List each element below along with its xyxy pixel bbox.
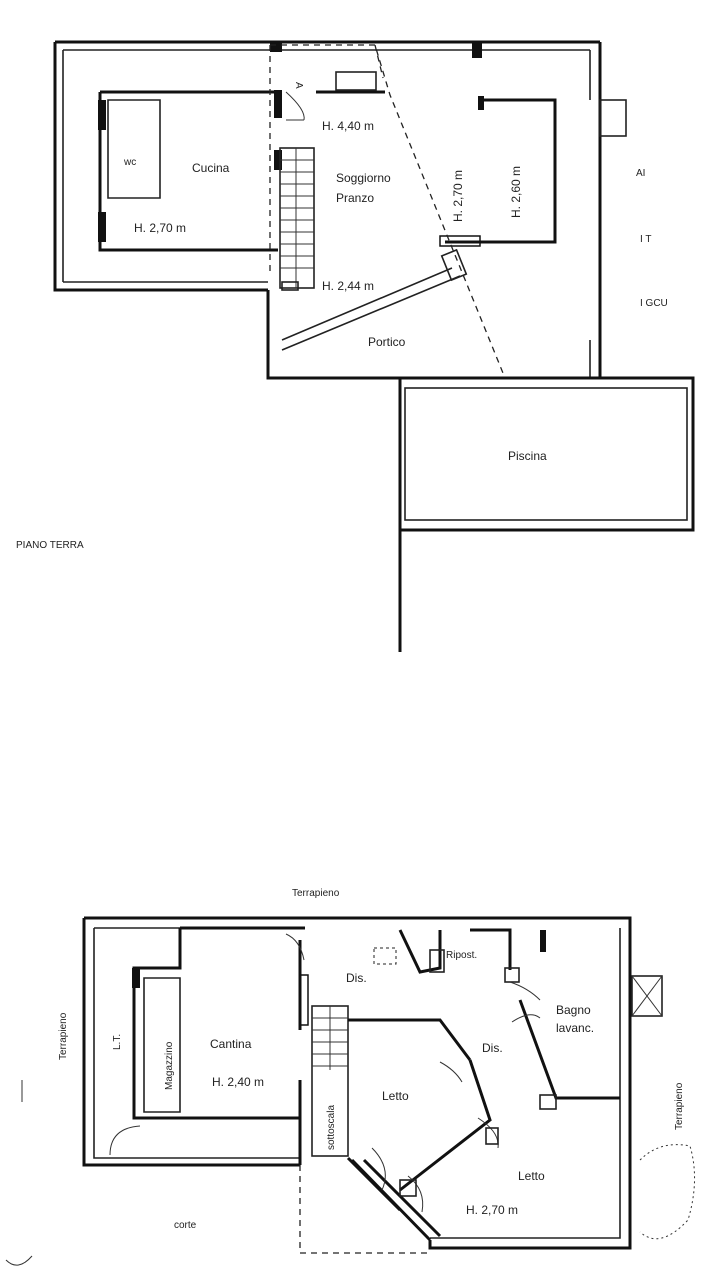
door-swing xyxy=(509,981,541,1001)
letto-wall xyxy=(346,1059,492,1212)
ground-floor-plan: AI I T I GCU wc Cucina Soggiorno Pranzo … xyxy=(16,40,695,652)
dashed-overhang-line xyxy=(270,44,506,379)
door-jamb xyxy=(274,150,282,170)
window-mark xyxy=(98,212,106,242)
room-label-pranzo: Pranzo xyxy=(336,191,374,205)
door-swing xyxy=(109,1125,141,1156)
height-label-cucina: H. 2,70 m xyxy=(134,221,186,235)
dashed-overhang-line xyxy=(374,44,384,79)
stair-arrow-label: A xyxy=(293,82,304,89)
room-label-lavanc: lavanc. xyxy=(556,1021,594,1035)
wall-stub xyxy=(540,930,546,952)
wall-stub xyxy=(399,1179,417,1197)
basement-inner-wall xyxy=(93,927,621,1239)
door-swing xyxy=(511,1014,541,1023)
wall-stub xyxy=(439,235,481,247)
wall-stub xyxy=(478,96,484,110)
vegetation-sketch xyxy=(639,1144,696,1240)
room-label-portico: Portico xyxy=(368,335,406,349)
bagno-door-jamb xyxy=(539,1094,557,1110)
basement-plan: Terrapieno Terrapieno Terrapieno L.T. Ma… xyxy=(5,888,696,1266)
room-label-ripost: Ripost. xyxy=(446,950,477,961)
door-swing xyxy=(371,1147,386,1191)
door-swing xyxy=(477,1117,499,1149)
room-label-letto-right: Letto xyxy=(518,1169,545,1183)
room-label-cucina: Cucina xyxy=(192,161,230,175)
ripost-door-jamb xyxy=(504,967,520,983)
dashed-boundary-line xyxy=(299,1165,430,1254)
terrapieno-right-label: Terrapieno xyxy=(674,1082,685,1130)
soggiorno-wall xyxy=(316,90,557,244)
room-label-dis-center: Dis. xyxy=(482,1041,503,1055)
ground-outer-wall xyxy=(53,40,602,652)
margin-mark: I T xyxy=(640,234,651,245)
door-swing xyxy=(285,91,305,121)
fireplace xyxy=(335,71,377,91)
chimney-block xyxy=(599,99,627,137)
height-label-vertical-1: H. 2,70 m xyxy=(451,170,465,222)
margin-mark: AI xyxy=(636,168,645,179)
window-mark xyxy=(98,100,106,130)
room-label-magazzino: Magazzino xyxy=(164,1041,175,1090)
room-label-cantina: Cantina xyxy=(210,1037,252,1051)
room-label-dis-top: Dis. xyxy=(346,971,367,985)
entry-wall xyxy=(350,1158,442,1242)
room-label-soggiorno: Soggiorno xyxy=(336,171,391,185)
room-label-letto-left: Letto xyxy=(382,1089,409,1103)
piscina-wall xyxy=(400,376,695,532)
room-label-lt: L.T. xyxy=(112,1034,123,1050)
piscina-basin xyxy=(404,387,688,521)
bottom-mark: corte xyxy=(174,1220,197,1231)
wall-stub xyxy=(472,42,482,58)
height-label-stair: H. 2,44 m xyxy=(322,279,374,293)
height-label-vertical-2: H. 2,60 m xyxy=(509,166,523,218)
stair-ground xyxy=(279,147,315,289)
portico-beam xyxy=(281,267,461,351)
margin-scribble xyxy=(5,1255,33,1266)
wall-stub xyxy=(485,1127,499,1145)
wall-stub xyxy=(299,974,309,1026)
margin-mark: I GCU xyxy=(640,298,668,309)
floor-title-piano-terra: PIANO TERRA xyxy=(16,540,84,551)
room-label-bagno: Bagno xyxy=(556,1003,591,1017)
door-swing xyxy=(285,933,305,961)
portico-pillar xyxy=(440,248,468,282)
height-label-soggiorno: H. 4,40 m xyxy=(322,119,374,133)
cucina-wall xyxy=(98,90,278,252)
dashed-fixture xyxy=(373,947,397,965)
door-swing xyxy=(439,1061,463,1083)
basement-outer-wall xyxy=(82,916,632,1250)
ripost-door-jamb xyxy=(429,949,445,973)
stair-basement xyxy=(311,1005,349,1157)
magazzino-wall xyxy=(143,977,181,1113)
wall-stub xyxy=(132,968,140,988)
wall-stub xyxy=(270,42,282,52)
door-swing xyxy=(407,1175,424,1213)
wc-wall xyxy=(107,99,161,199)
room-label-wc: wc xyxy=(123,157,136,168)
room-label-piscina: Piscina xyxy=(508,449,547,463)
height-label-letto: H. 2,70 m xyxy=(466,1203,518,1217)
terrapieno-left-label: Terrapieno xyxy=(58,1012,69,1060)
stair-base xyxy=(281,281,299,291)
room-label-sottoscala: sottoscala xyxy=(326,1105,337,1150)
terrapieno-top-label: Terrapieno xyxy=(292,888,340,899)
height-label-cantina: H. 2,40 m xyxy=(212,1075,264,1089)
external-shaft xyxy=(631,975,663,1017)
door-jamb xyxy=(274,90,282,118)
